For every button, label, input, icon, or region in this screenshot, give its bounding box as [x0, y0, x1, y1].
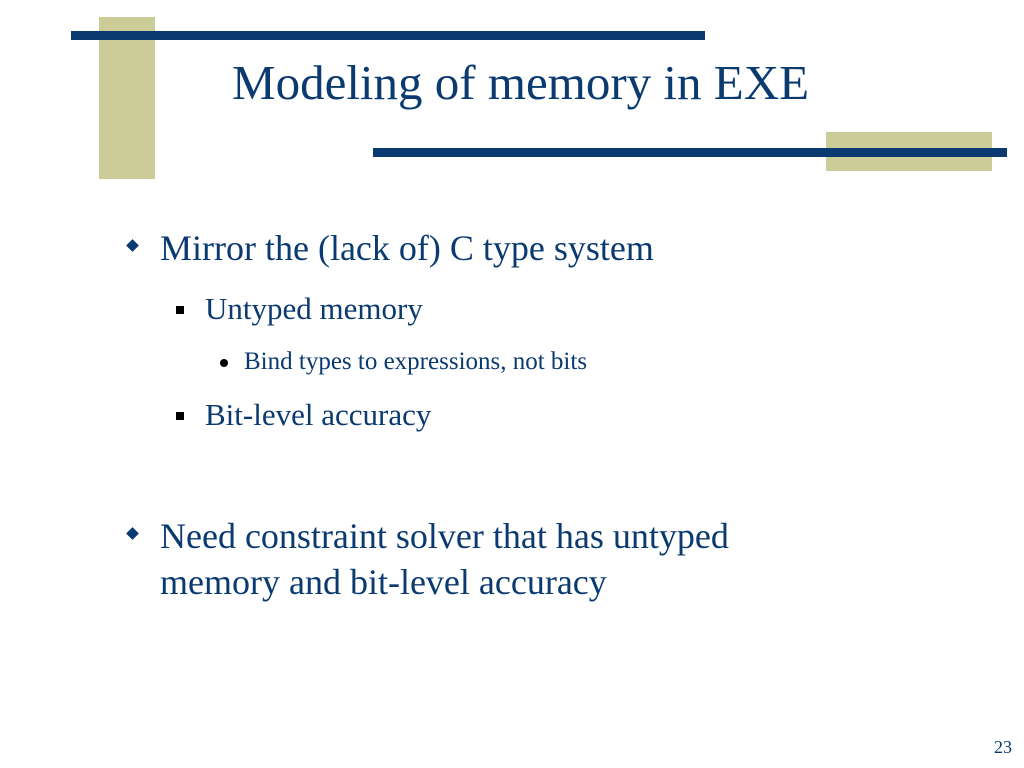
- sub-bullet-item: Untyped memory: [176, 289, 423, 329]
- dot-bullet-icon: [220, 359, 228, 367]
- square-bullet-icon: [176, 412, 184, 420]
- decorative-top-line: [71, 31, 705, 40]
- bullet-item: Mirror the (lack of) C type system: [126, 225, 654, 271]
- bullet-text-line: memory and bit-level accuracy: [160, 562, 607, 602]
- sub-bullet-text: Untyped memory: [205, 291, 423, 326]
- bullet-text: Mirror the (lack of) C type system: [160, 228, 654, 268]
- sub-bullet-item: Bit-level accuracy: [176, 395, 432, 435]
- decorative-vertical-bar: [99, 17, 155, 179]
- diamond-bullet-icon: [126, 527, 139, 540]
- sub-bullet-text: Bit-level accuracy: [205, 397, 432, 432]
- diamond-bullet-icon: [126, 239, 139, 252]
- slide-title: Modeling of memory in EXE: [232, 55, 810, 110]
- page-number: 23: [994, 737, 1012, 757]
- decorative-bottom-line: [373, 148, 1007, 157]
- square-bullet-icon: [176, 306, 184, 314]
- sub-sub-bullet-text: Bind types to expressions, not bits: [244, 348, 588, 375]
- sub-sub-bullet-item: Bind types to expressions, not bits: [220, 346, 588, 378]
- bullet-text-line: Need constraint solver that has untyped: [160, 516, 729, 556]
- bullet-item: Need constraint solver that has untyped …: [126, 513, 729, 605]
